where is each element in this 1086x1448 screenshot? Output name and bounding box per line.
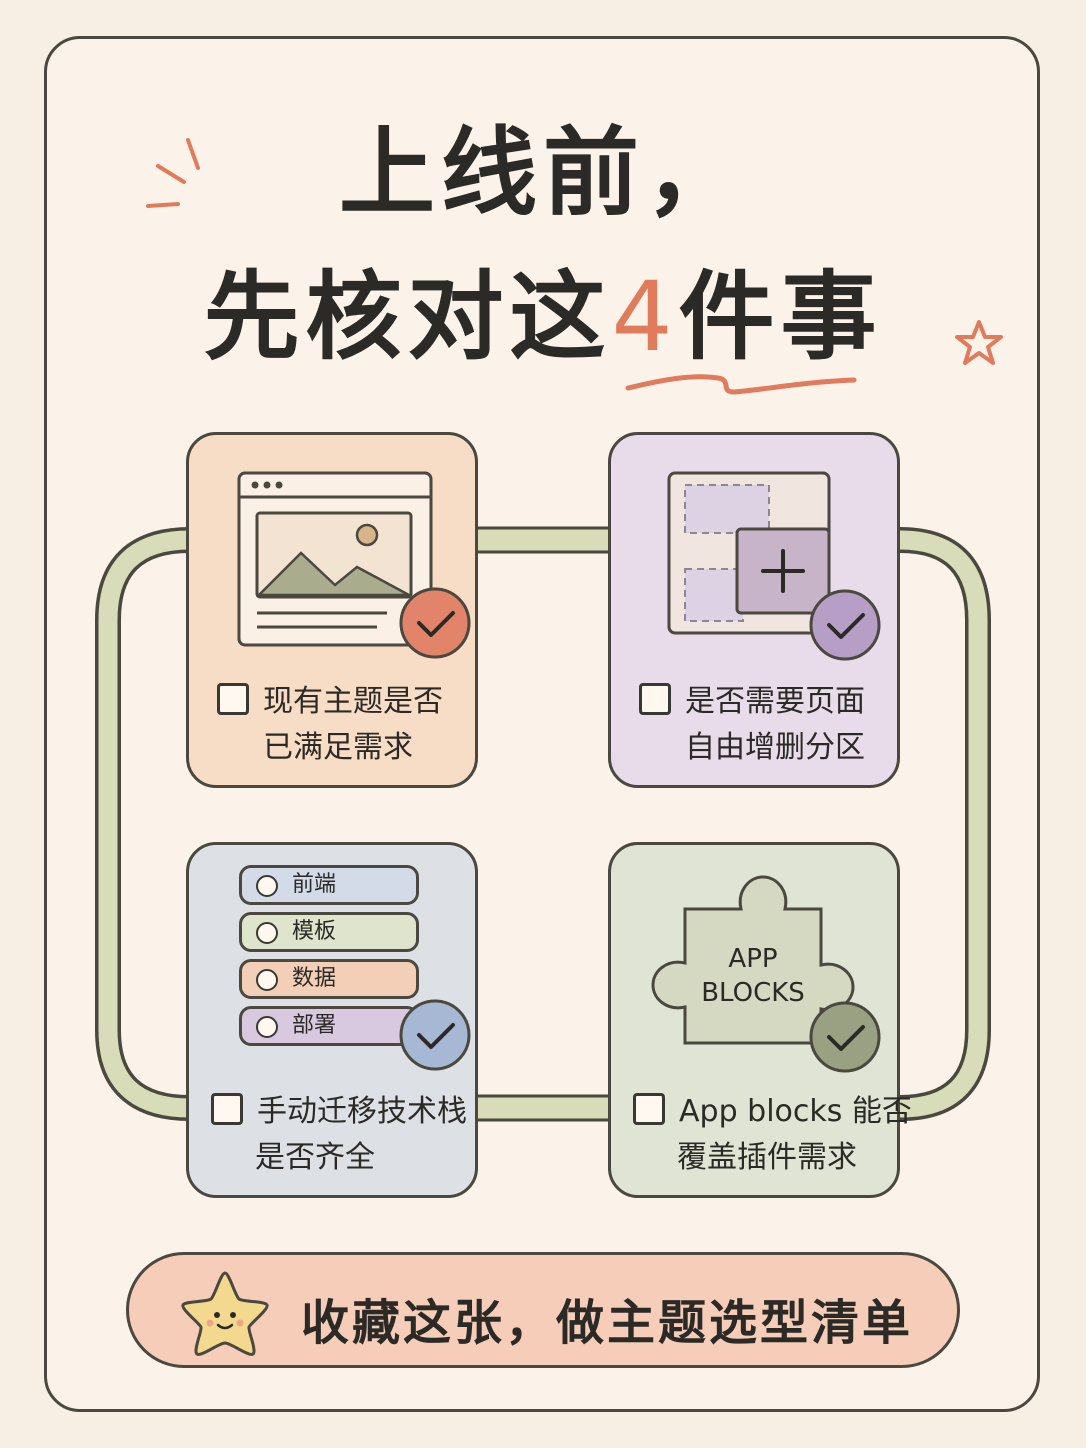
stack-item-data: 数据 [239, 959, 419, 999]
stack-item-template: 模板 [239, 912, 419, 952]
radio-circle [256, 1016, 278, 1038]
title-line-1: 上线前， [339, 117, 747, 229]
stack-label: 部署 [292, 1013, 337, 1038]
checkbox[interactable] [217, 683, 249, 715]
puzzle-text-blocks: BLOCKS [701, 978, 805, 1008]
card-caption: 现有主题是否 已满足需求 [189, 679, 475, 771]
layout-add-section-icon [667, 471, 831, 635]
caption-line-1: 现有主题是否 [263, 684, 443, 719]
squiggle-underline-icon [625, 374, 857, 395]
stack-label: 数据 [292, 966, 337, 991]
stack-label: 模板 [292, 919, 337, 944]
bookmark-banner: 收藏这张，做主题选型清单 [126, 1252, 960, 1368]
caption-line-1: 手动迁移技术栈 [257, 1094, 467, 1129]
caption-line-1: App blocks 能否 [679, 1094, 912, 1129]
smiling-star-icon [181, 1271, 269, 1356]
checkbox[interactable] [211, 1093, 243, 1125]
stack-label: 前端 [292, 872, 337, 897]
title-number: 4 [611, 261, 679, 373]
card-caption: App blocks 能否 覆盖插件需求 [611, 1089, 912, 1181]
radio-circle [256, 969, 278, 991]
caption-line-2: 是否齐全 [255, 1140, 375, 1175]
check-badge-icon [809, 1001, 881, 1073]
radio-circle [256, 875, 278, 897]
title-line-2-before: 先核对这 [203, 261, 612, 373]
stack-item-frontend: 前端 [239, 865, 419, 905]
caption-line-2: 覆盖插件需求 [677, 1140, 857, 1175]
checkbox[interactable] [633, 1093, 665, 1125]
sparkle-lines-icon [146, 138, 200, 208]
checklist-card-tech-stack: 前端 模板 数据 部署 手动迁移技术栈 是否齐全 [186, 842, 478, 1198]
caption-line-1: 是否需要页面 [685, 684, 865, 719]
puzzle-text-app: APP [728, 944, 777, 974]
card-caption: 手动迁移技术栈 是否齐全 [189, 1089, 475, 1181]
star-outline-icon [955, 320, 1003, 365]
check-badge-icon [399, 999, 471, 1071]
title-line-2-after: 件事 [678, 261, 883, 373]
stack-item-deploy: 部署 [239, 1006, 419, 1046]
card-caption: 是否需要页面 自由增删分区 [611, 679, 897, 771]
check-badge-icon [809, 589, 881, 661]
caption-line-2: 自由增删分区 [685, 730, 865, 765]
title-line-2: 先核对这4件事 [0, 262, 1086, 372]
checklist-card-app-blocks: APP BLOCKS App blocks 能否 覆盖插件需求 [608, 842, 912, 1198]
puzzle-piece-icon: APP BLOCKS [651, 875, 855, 1045]
checklist-card-sections: 是否需要页面 自由增删分区 [608, 432, 900, 788]
browser-image-icon [237, 471, 433, 647]
checklist-card-theme: 现有主题是否 已满足需求 [186, 432, 478, 788]
check-badge-icon [399, 587, 471, 659]
checkbox[interactable] [639, 683, 671, 715]
radio-circle [256, 922, 278, 944]
banner-text: 收藏这张，做主题选型清单 [301, 1295, 914, 1351]
caption-line-2: 已满足需求 [263, 730, 413, 765]
